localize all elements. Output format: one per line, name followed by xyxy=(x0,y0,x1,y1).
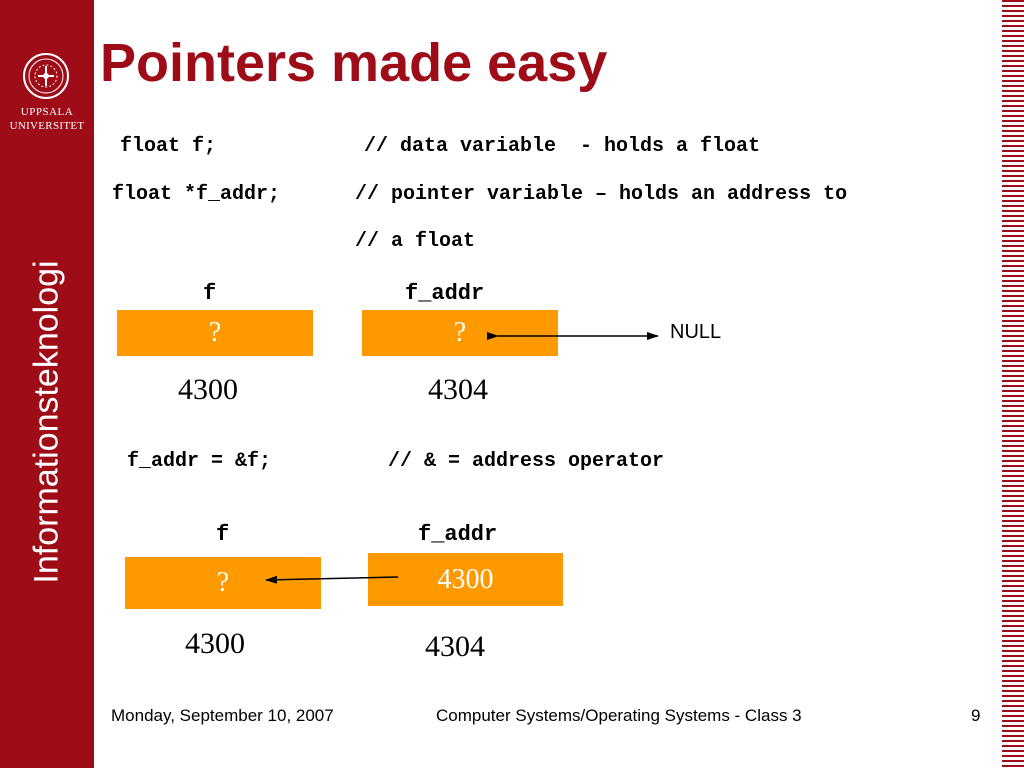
code-assign-statement: f_addr = &f; xyxy=(127,450,272,473)
university-name-line1: UPPSALA xyxy=(20,106,74,118)
diagram2-f-label: f xyxy=(216,522,230,547)
diagram2-faddr-label: f_addr xyxy=(418,522,498,547)
diagram2-f-address: 4300 xyxy=(185,627,245,660)
university-seal-icon xyxy=(23,53,69,99)
diagram2-faddr-box: 4300 xyxy=(368,553,563,606)
diagram2-faddr-address: 4304 xyxy=(425,630,485,663)
diagram1-faddr-address: 4304 xyxy=(428,373,488,406)
footer-date: Monday, September 10, 2007 xyxy=(111,706,334,725)
null-label: NULL xyxy=(670,321,722,343)
code-line2-comment: // pointer variable – holds an address t… xyxy=(355,183,848,206)
slide-title: Pointers made easy xyxy=(100,33,608,93)
diagram1-f-address: 4300 xyxy=(178,373,238,406)
code-line2-declaration: float *f_addr; xyxy=(112,183,281,206)
code-assign-comment: // & = address operator xyxy=(388,450,665,473)
diagram1-f-box: ? xyxy=(117,310,313,356)
diagram1-faddr-label: f_addr xyxy=(405,281,485,306)
code-line3-comment: // a float xyxy=(355,230,476,253)
diagram2-pointer-arrow xyxy=(265,575,399,584)
diagram2-f-box: ? xyxy=(125,557,321,609)
diagram1-f-label: f xyxy=(203,281,217,306)
footer-course: Computer Systems/Operating Systems - Cla… xyxy=(436,706,802,725)
decorative-stripes xyxy=(1002,0,1024,768)
sidebar: UPPSALA UNIVERSITET Informationsteknolog… xyxy=(0,0,94,768)
footer-page-number: 9 xyxy=(971,706,981,725)
code-line1-declaration: float f; xyxy=(120,135,217,158)
code-line1-comment: // data variable - holds a float xyxy=(364,135,761,158)
university-name-line2: UNIVERSITET xyxy=(9,120,85,132)
